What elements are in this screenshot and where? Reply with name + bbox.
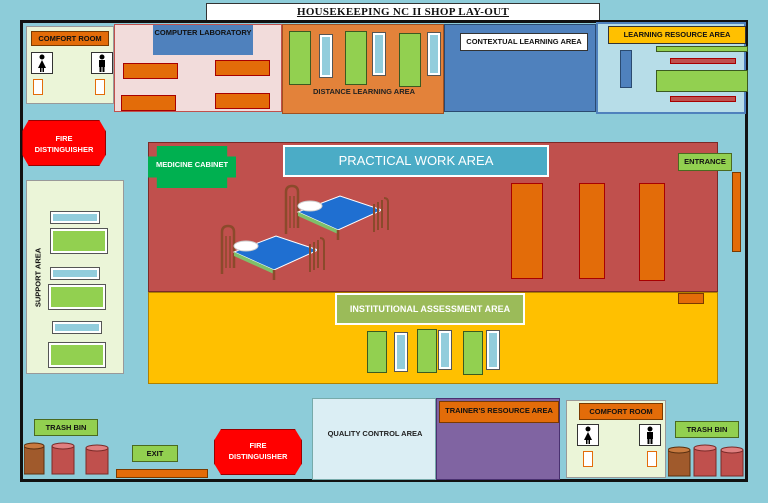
reading-table	[656, 70, 748, 92]
toilet-left	[33, 79, 43, 95]
desk	[399, 33, 421, 87]
contextual-learning-label: CONTEXTUAL LEARNING AREA	[460, 33, 588, 51]
male-restroom-icon	[91, 52, 113, 74]
entrance-door[interactable]	[732, 172, 741, 252]
practical-work-area: PRACTICAL WORK AREA	[148, 142, 718, 292]
institutional-assessment-label: INSTITUTIONAL ASSESSMENT AREA	[335, 293, 525, 325]
learning-resource-label: LEARNING RESOURCE AREA	[608, 26, 746, 44]
desk	[289, 31, 311, 85]
cabinet	[48, 284, 106, 310]
work-table	[639, 183, 665, 281]
chair	[372, 32, 386, 76]
learning-resource-area: LEARNING RESOURCE AREA	[596, 22, 748, 114]
trash-bin-right-label: TRASH BIN	[675, 421, 739, 438]
work-table	[511, 183, 543, 279]
trash-bin-left-label: TRASH BIN	[34, 419, 98, 436]
toilet-right	[647, 451, 657, 467]
toilet-left	[583, 451, 593, 467]
institutional-assessment-area: INSTITUTIONAL ASSESSMENT AREA	[148, 292, 718, 384]
assessment-desk	[417, 329, 437, 373]
bookshelf	[620, 50, 632, 88]
trainers-resource-label: TRAINER'S RESOURCE AREA	[439, 401, 559, 423]
support-area: SUPPORT AREA	[26, 180, 124, 374]
cabinet	[48, 342, 106, 368]
female-restroom-icon	[31, 52, 53, 74]
bed-icon	[220, 224, 325, 280]
practical-work-label: PRACTICAL WORK AREA	[283, 145, 549, 177]
shelf	[50, 211, 100, 224]
contextual-learning-area: CONTEXTUAL LEARNING AREA	[444, 24, 596, 112]
cabinet	[50, 228, 108, 254]
exit-label: EXIT	[132, 445, 178, 462]
computer-table	[121, 95, 176, 111]
desk	[345, 31, 367, 85]
comfort-room-bottom: COMFORT ROOM	[566, 400, 666, 478]
exit-door[interactable]	[116, 469, 208, 478]
work-table	[579, 183, 605, 279]
toilet-right	[95, 79, 105, 95]
trash-bin-icon	[24, 442, 109, 475]
shelf	[52, 321, 102, 334]
trash-bin-icon	[668, 444, 744, 477]
fire-extinguisher-top: FIRE DISTINGUISHER	[22, 120, 106, 166]
bench	[670, 96, 736, 102]
chair	[319, 34, 333, 78]
medicine-cabinet: MEDICINE CABINET	[148, 146, 236, 188]
assessment-desk	[463, 331, 483, 375]
comfort-room-top-label: COMFORT ROOM	[31, 31, 109, 46]
comfort-room-bottom-label: COMFORT ROOM	[579, 403, 663, 420]
support-area-label: SUPPORT AREA	[33, 247, 43, 308]
assessment-chair	[486, 330, 500, 370]
chair	[427, 32, 441, 76]
medicine-cabinet-label: MEDICINE CABINET	[155, 160, 229, 169]
quality-control-label: QUALITY CONTROL AREA	[327, 429, 423, 438]
side-marker	[678, 293, 704, 304]
computer-table	[123, 63, 178, 79]
distance-learning-area: DISTANCE LEARNING AREA	[282, 24, 444, 114]
computer-table	[215, 93, 270, 109]
trainers-resource-area: TRAINER'S RESOURCE AREA	[436, 398, 560, 480]
computer-lab-label: COMPUTER LABORATORY	[153, 25, 253, 55]
female-restroom-icon	[577, 424, 599, 446]
comfort-room-top: COMFORT ROOM	[26, 26, 114, 104]
shelf	[50, 267, 100, 280]
distance-learning-label: DISTANCE LEARNING AREA	[312, 87, 416, 96]
assessment-desk	[367, 331, 387, 373]
bed-icon	[284, 184, 389, 240]
assessment-chair	[394, 332, 408, 372]
reading-table	[656, 46, 748, 52]
computer-laboratory: COMPUTER LABORATORY	[114, 24, 282, 112]
computer-table	[215, 60, 270, 76]
fire-extinguisher-bottom: FIRE DISTINGUISHER	[214, 429, 302, 475]
quality-control-area: QUALITY CONTROL AREA	[312, 398, 436, 480]
assessment-chair	[438, 330, 452, 370]
male-restroom-icon	[639, 424, 661, 446]
entrance-label: ENTRANCE	[678, 153, 732, 171]
bench	[670, 58, 736, 64]
